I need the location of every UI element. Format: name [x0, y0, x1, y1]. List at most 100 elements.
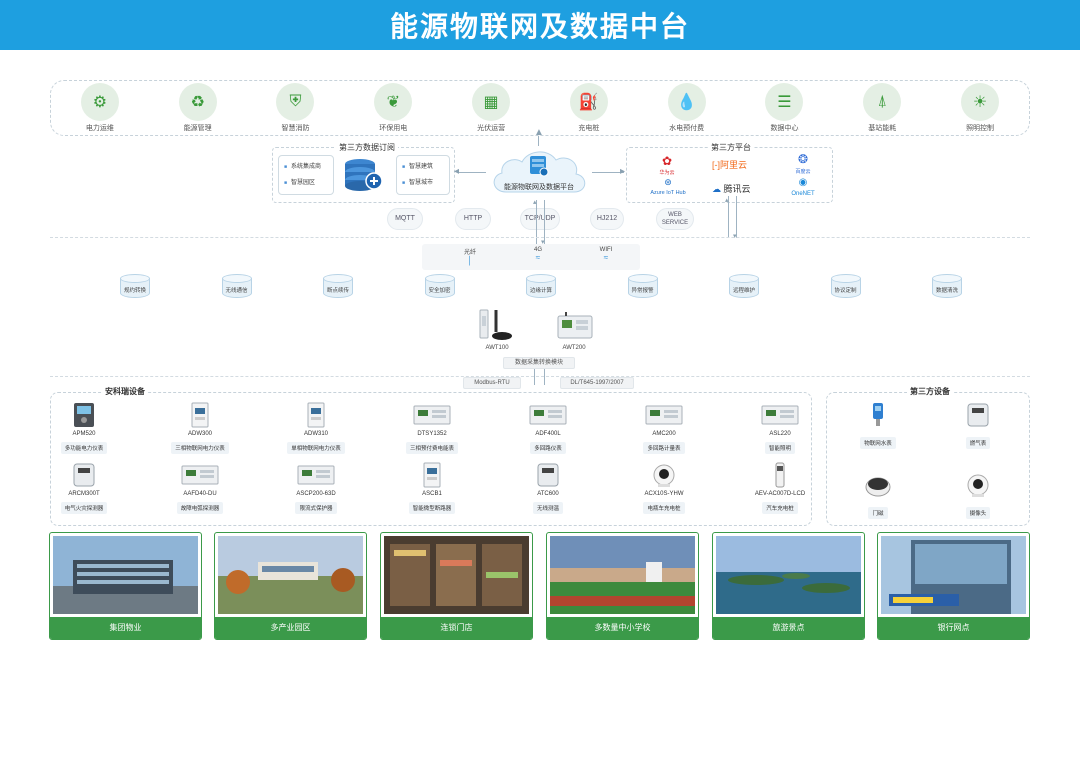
connector-line — [544, 200, 545, 244]
multi-loop-meter-icon — [528, 402, 568, 428]
device-model: ASL220 — [769, 431, 791, 437]
edge-function-label: 安全加密 — [428, 288, 451, 294]
edge-function-item: 无线通信 — [207, 274, 267, 300]
application-label: 水电预付费 — [669, 125, 705, 132]
ev-charger-icon — [644, 462, 684, 488]
edge-function-item: 协议定制 — [816, 274, 876, 300]
cylinder-icon: 数据清洗 — [932, 274, 962, 300]
prepaid-meter-icon — [412, 402, 452, 428]
application-row: ⚙电力运维♻能源管理⛨智慧消防❦环保用电▦光伏运营⛽充电桩💧水电预付费☰数据中心… — [50, 80, 1030, 136]
comm-wifi: WIFI ≈ — [586, 247, 626, 262]
fire-detector-icon — [64, 462, 104, 488]
device-name: 三相预付费电能表 — [405, 442, 458, 454]
bus-tag: Modbus-RTU — [463, 377, 521, 389]
power-meter-icon — [64, 402, 104, 428]
connector-line — [736, 196, 737, 238]
awt200-gateway-image — [557, 312, 593, 339]
comm-label: WIFI — [599, 247, 613, 253]
subscription-item: 系统集成商 — [284, 159, 328, 175]
fiber-icon: │ — [467, 256, 473, 265]
protocol-pill: TCP/UDP — [520, 208, 560, 230]
scenario-label: 银行网点 — [878, 617, 1029, 639]
tencent-cloud-logo: ☁ 腾讯云 — [712, 184, 751, 194]
device-name: 门磁 — [868, 507, 888, 519]
water-drop-icon: 💧 — [667, 83, 706, 121]
charging-pile-icon: ⛽ — [569, 83, 608, 121]
azure-icon: ⊛ — [664, 177, 672, 187]
device-name: 物联网水表 — [860, 437, 896, 449]
database-plus-icon — [345, 159, 383, 191]
scenario-card: 集团物业 — [49, 532, 202, 640]
scenario-label: 集团物业 — [50, 617, 201, 639]
device-model: ADF400L — [535, 431, 561, 437]
scenario-label: 多数量中小学校 — [547, 617, 698, 639]
device-name: 多回路计量表 — [643, 442, 685, 454]
device-model: ASCP200-63D — [296, 491, 336, 497]
water-meter-icon — [858, 402, 898, 432]
scenario-card: 银行网点 — [877, 532, 1030, 640]
device-name: 汽车充电桩 — [762, 502, 798, 514]
connector-line — [534, 369, 535, 385]
device-model: AAFD40-DU — [183, 491, 217, 497]
application-item: 💧 水电预付费 — [647, 83, 727, 133]
onenet-logo: ◉ OneNET — [788, 178, 818, 198]
temperature-sensor-icon — [528, 462, 568, 488]
arrow-up-icon: ▲ — [534, 127, 544, 138]
edge-function-item: 数据清洗 — [917, 274, 977, 300]
industrial-park-photo — [218, 536, 363, 614]
platform-label: 能源物联网及数据平台 — [504, 184, 574, 191]
protocol-pill: HJ212 — [590, 208, 624, 230]
edge-function-item: 断点续传 — [308, 274, 368, 300]
subscription-title: 第三方数据订阅 — [336, 142, 398, 153]
cylinder-icon: 远程维护 — [729, 274, 759, 300]
cloud-platform-icon — [493, 151, 586, 193]
application-item: ⍋基站能耗 — [842, 83, 922, 133]
device-model: ARCM300T — [68, 491, 100, 497]
scenario-label: 连锁门店 — [381, 617, 532, 639]
metering-meter-icon — [644, 402, 684, 428]
device-name: 无线测温 — [532, 502, 563, 514]
cylinder-icon: 规约转换 — [120, 274, 150, 300]
device-model: ACX10S-YHW — [644, 491, 684, 497]
car-charger-icon — [760, 462, 800, 488]
recycle-icon: ♻ — [178, 83, 217, 121]
application-label: 数据中心 — [770, 125, 799, 132]
cylinder-icon: 协议定制 — [830, 274, 861, 300]
device-name: 燃气表 — [965, 437, 991, 449]
connector-line — [728, 196, 729, 238]
gateway-model: AWT200 — [562, 345, 586, 351]
subscription-item: 智慧建筑 — [402, 159, 444, 175]
edge-function-label: 异常报警 — [631, 288, 654, 294]
flame-shield-icon: ⛨ — [276, 83, 315, 121]
device-card: 摄像头 — [938, 472, 1018, 520]
bank-branch-photo — [881, 536, 1026, 614]
protocol-pill: WEB SERVICE — [656, 208, 694, 230]
lighting-controller-icon — [760, 402, 800, 428]
comm-label: 光纤 — [463, 250, 476, 256]
arrow-up-icon: ▴ — [725, 197, 729, 204]
device-card: AEV-AC007D-LCD 汽车充电桩 — [740, 462, 820, 515]
device-name: 智能微型断路器 — [408, 502, 456, 514]
edge-function-label: 断点续传 — [326, 288, 349, 294]
baidu-cloud-logo: ❂ 百度云 — [790, 153, 816, 176]
device-card: 燃气表 — [938, 402, 1018, 450]
device-model: AEV-AC007D-LCD — [754, 491, 806, 497]
aliyun-logo: [-]阿里云 — [712, 160, 748, 170]
edge-function-label: 无线通信 — [225, 288, 248, 294]
arc-detector-icon — [180, 462, 220, 488]
awt100-gateway-image — [479, 309, 512, 340]
gas-meter-icon — [958, 402, 998, 432]
third-party-devices-title: 第三方设备 — [907, 386, 953, 397]
application-label: 环保用电 — [379, 125, 408, 132]
office-building-photo — [53, 536, 198, 614]
connector-line — [536, 200, 537, 244]
cylinder-icon: 无线通信 — [221, 274, 252, 300]
cylinder-icon: 断点续传 — [323, 274, 353, 300]
